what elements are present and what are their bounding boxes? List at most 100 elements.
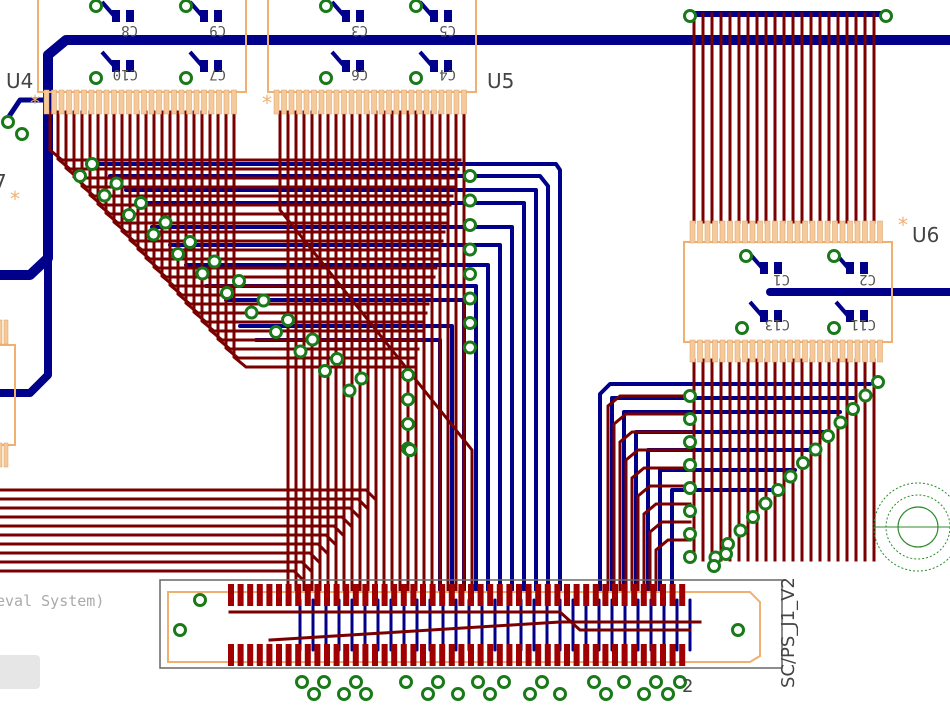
via-right-stair <box>758 496 773 511</box>
connector-bottom-pin <box>583 644 590 666</box>
u5-fan-trace-5 <box>318 110 330 592</box>
connector-bottom-pin <box>266 644 273 666</box>
u6-top-pad <box>764 220 771 244</box>
blue-signal-5 <box>168 243 502 592</box>
partial-label-7: 7 <box>0 170 7 194</box>
connector-top-pin <box>631 584 638 606</box>
u6-top-pad <box>854 220 861 244</box>
partial-pad <box>0 319 3 345</box>
cap-label-u5-3: C4 <box>439 66 456 82</box>
u6-bottom-pad <box>734 339 741 363</box>
via-col-470 <box>463 291 477 306</box>
u5-pad <box>341 89 347 115</box>
u6-bottom-pad <box>757 339 763 363</box>
via-col-470 <box>463 242 477 257</box>
u5-fan-trace-2 <box>294 110 306 592</box>
u4-pad <box>178 89 185 115</box>
u5-fan-trace-3 <box>302 110 314 592</box>
connector-top-pin <box>660 584 666 606</box>
via-right-stair <box>733 523 748 538</box>
capacitor-6-lead <box>330 50 348 70</box>
via-bottom-row <box>523 687 537 701</box>
pin1-marker-0: * <box>30 91 40 115</box>
right-fan-trace-5 <box>636 484 692 592</box>
capacitor-4-lead <box>330 0 348 20</box>
u5-pad <box>326 89 332 115</box>
u4-pad <box>126 89 132 115</box>
connector-top-pin <box>621 584 628 606</box>
u6-bottom-pad <box>779 339 786 363</box>
via-bottom-row <box>637 687 651 701</box>
connector-top-pin <box>506 584 513 606</box>
u4-pad <box>66 89 72 115</box>
via-left-stair-a <box>220 286 234 300</box>
u6-bottom-pad <box>697 339 703 363</box>
left-bus-trace-2 <box>0 506 362 592</box>
capacitor-3-pad-b <box>214 60 222 72</box>
eval-system-text: eval System) <box>0 592 104 610</box>
connector-top-pin <box>247 584 254 606</box>
via-left-stair-a <box>342 383 357 398</box>
connector-top-pin <box>324 584 330 606</box>
connector-top-pin <box>554 584 561 606</box>
via-col-690 <box>683 458 697 472</box>
connector-bottom-pin <box>669 644 676 666</box>
u4-fan-trace-18 <box>192 110 426 324</box>
connector-top-pin <box>602 584 609 606</box>
via-bottom-row <box>649 675 663 689</box>
via-left-stair-b <box>354 371 369 386</box>
connector-bottom-pin <box>391 644 398 666</box>
connector-top-pin <box>420 584 426 606</box>
connector-top-pin <box>372 584 378 606</box>
u5-pad <box>431 89 437 115</box>
capacitor-1-pad-b <box>214 10 222 22</box>
via-bottom-row <box>471 675 485 689</box>
u6-bottom-pad <box>772 339 778 363</box>
right-fan-trace-1 <box>612 412 692 592</box>
u6-top-pad <box>802 220 808 244</box>
connector-top-pin <box>391 584 398 606</box>
cap-label-u4-2: C10 <box>113 66 138 82</box>
power-bus-trace <box>0 35 950 280</box>
u4-pad <box>103 89 110 115</box>
u5-fan-trace-8 <box>342 110 354 592</box>
u6-top-pad <box>779 220 786 244</box>
u4-fan-trace-7 <box>104 110 448 225</box>
via-col-470 <box>463 218 477 232</box>
via-16 <box>193 593 207 607</box>
left-bus-trace-0 <box>0 488 378 592</box>
u4-fan-trace-15 <box>168 110 432 297</box>
via-col-690 <box>683 504 697 518</box>
connector-footprint <box>159 579 783 669</box>
u6-top-pad <box>772 220 778 244</box>
u5-pad <box>423 89 430 115</box>
connector-bottom-pin <box>247 644 254 666</box>
u5-fan-trace-21 <box>446 110 458 592</box>
via-4 <box>319 0 333 13</box>
u6-bottom-pad <box>712 339 718 363</box>
top-layer-traces <box>0 12 876 642</box>
u4-pad <box>231 89 237 115</box>
partial-ic-outline <box>0 344 16 446</box>
right-fan-trace-2 <box>618 430 692 592</box>
right-fan-trace-3 <box>624 448 692 592</box>
u6-top-pad <box>824 220 831 244</box>
via-right-stair <box>858 388 873 403</box>
left-bus-trace-4 <box>0 524 346 592</box>
connector-bottom-pin <box>612 644 618 666</box>
connector-top-pin <box>458 584 465 606</box>
u6-bottom-pad <box>719 339 726 363</box>
pin1-marker-2: * <box>898 213 908 237</box>
u4-pad <box>216 89 222 115</box>
via-bottom-row <box>431 675 445 689</box>
via-bottom-row <box>317 675 331 689</box>
u6-top-pad <box>734 220 741 244</box>
via-right-stair <box>808 442 823 457</box>
connector-bottom-pin <box>554 644 561 666</box>
u6-top-pad <box>809 220 816 244</box>
via-col-470 <box>463 169 477 183</box>
connector-top-pin <box>592 584 599 606</box>
left-bus-trace-1 <box>0 497 370 592</box>
u5-fan-trace-6 <box>326 110 338 592</box>
via-right-stair <box>846 402 860 416</box>
